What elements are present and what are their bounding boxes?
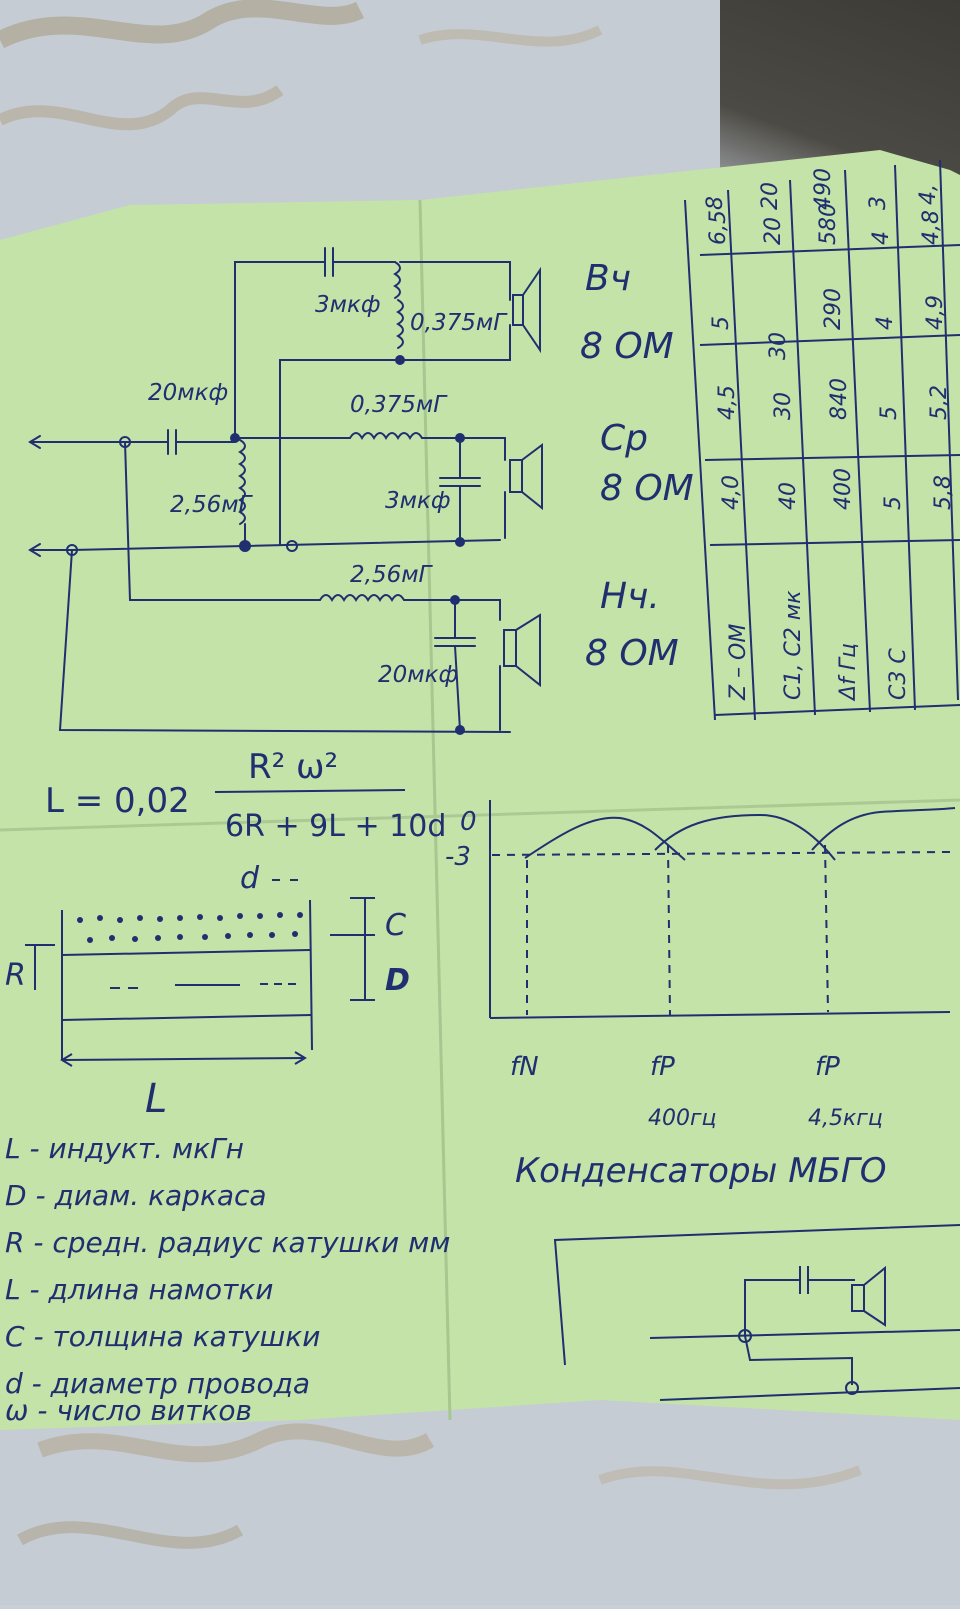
table-cell: 30 bbox=[771, 392, 796, 420]
response-y3: -3 bbox=[445, 842, 471, 872]
legend-line: d - диаметр провода bbox=[5, 1367, 310, 1400]
fold-line-vertical bbox=[418, 199, 452, 1421]
response-val2: 400гц bbox=[648, 1106, 717, 1131]
table-cell: 5 bbox=[709, 316, 734, 330]
table-cell: 580 bbox=[816, 203, 841, 245]
formula-numerator: R² ω² bbox=[248, 747, 338, 787]
c-mid-label: 3мкф bbox=[385, 488, 451, 514]
frequency-response-plot bbox=[489, 800, 956, 1019]
formula-bar bbox=[214, 789, 406, 793]
table-cell: 20 bbox=[761, 217, 786, 245]
coil-label-c: C bbox=[385, 908, 406, 943]
circuit-labels: 3мкф 0,375мГ 20мкф 0,375мГ 2,56мГ 3мкф 2… bbox=[148, 292, 508, 688]
table-cell: 30 bbox=[766, 332, 791, 360]
table-cell: 4, bbox=[916, 184, 941, 205]
table-cell: 4,0 bbox=[719, 475, 744, 510]
response-x-axis bbox=[489, 1011, 951, 1019]
l-shunt-label: 2,56мГ bbox=[170, 492, 254, 518]
small-schematic bbox=[553, 1224, 960, 1401]
l-tweeter-label: 0,375мГ bbox=[410, 310, 508, 336]
response-labels: 0 -3 fN fP fP 400гц 4,5кгц bbox=[445, 807, 883, 1131]
table-cell: 20 bbox=[758, 182, 783, 210]
table-cell: 4,9 bbox=[923, 295, 948, 330]
l-mid-label: 0,375мГ bbox=[350, 392, 448, 418]
table-cell: 5,8 bbox=[931, 475, 956, 510]
c-tweeter-label: 3мкф bbox=[315, 292, 381, 318]
c-input-label: 20мкф bbox=[148, 380, 228, 406]
tweeter-ohm: 8 ОМ bbox=[580, 326, 674, 367]
response-curve-low bbox=[524, 816, 686, 861]
speaker-labels: Вч 8 ОМ Ср 8 ОМ Нч. 8 ОМ bbox=[580, 258, 694, 674]
table-cells: 4,0 40 400 5 5,8 4,5 30 840 5 5,2 5 30 2… bbox=[703, 168, 956, 510]
table-cell: 8 bbox=[703, 196, 728, 210]
legend-line: L - длина намотки bbox=[5, 1273, 273, 1306]
l-woofer-label: 2,56мГ bbox=[350, 562, 434, 588]
formula-denominator: 6R + 9L + 10d bbox=[225, 809, 446, 844]
table-cell: 4 bbox=[869, 231, 894, 245]
table-header-z: Z – ОМ bbox=[726, 624, 751, 701]
table-cell: 5 bbox=[881, 496, 906, 510]
table-cell: 4 bbox=[873, 316, 898, 330]
table-header-c1c2: C1, C2 мк bbox=[781, 590, 806, 700]
legend-line: D - диам. каркаса bbox=[5, 1179, 267, 1212]
woofer-ohm: 8 ОМ bbox=[585, 633, 679, 674]
response-curve-mid bbox=[654, 813, 836, 861]
table-header-df: Δf Гц bbox=[836, 643, 861, 702]
legend-line: C - толщина катушки bbox=[5, 1320, 320, 1353]
fold-line-horizontal bbox=[0, 798, 960, 832]
table-cell: 3 bbox=[866, 196, 891, 210]
coil-label-D: D bbox=[385, 963, 410, 998]
capacitors-note: Конденсаторы МБГО bbox=[515, 1151, 887, 1191]
coil-labels: d C D R L bbox=[5, 861, 410, 1122]
coil-label-R: R bbox=[5, 958, 26, 993]
response-x2: fP bbox=[650, 1052, 675, 1082]
crossover-circuit bbox=[28, 247, 543, 735]
table-cell: 40 bbox=[776, 482, 801, 510]
response-y0: 0 bbox=[460, 807, 477, 837]
table-header-c3: C3 C bbox=[886, 648, 911, 700]
mid-label: Ср bbox=[600, 418, 648, 459]
legend-line: ω - число витков bbox=[5, 1394, 252, 1427]
response-x1: fN bbox=[510, 1052, 539, 1082]
coil-sketch bbox=[25, 879, 375, 1067]
legend-line: L - индукт. мкГн bbox=[5, 1132, 244, 1165]
table-cell: 6,5 bbox=[706, 210, 731, 245]
coil-label-d: d bbox=[240, 861, 260, 896]
coil-label-L: L bbox=[145, 1076, 167, 1122]
table-cell: 400 bbox=[831, 468, 856, 510]
table-cell: 4,8 bbox=[919, 210, 944, 245]
response-val3: 4,5кгц bbox=[808, 1106, 883, 1131]
table-cell: 4,5 bbox=[715, 385, 740, 420]
table-headers: Z – ОМ C1, C2 мк Δf Гц C3 C bbox=[726, 590, 911, 702]
mid-ohm: 8 ОМ bbox=[600, 468, 694, 509]
legend-line: R - средн. радиус катушки мм bbox=[5, 1226, 450, 1259]
inductance-formula: L = 0,02 R² ω² 6R + 9L + 10d bbox=[45, 747, 446, 844]
c-woofer-label: 20мкф bbox=[378, 662, 458, 688]
table-cell: 290 bbox=[821, 288, 846, 330]
table-cell: 5 bbox=[877, 406, 902, 420]
table-cell: 840 bbox=[827, 378, 852, 420]
response-curve-high bbox=[811, 807, 956, 851]
woofer-label: Нч. bbox=[600, 576, 660, 617]
response-x3: fP bbox=[815, 1052, 840, 1082]
symbol-legend: L - индукт. мкГн D - диам. каркаса R - с… bbox=[5, 1132, 450, 1427]
table-cell: 490 bbox=[811, 168, 836, 210]
tweeter-label: Вч bbox=[585, 258, 631, 299]
formula-lhs: L = 0,02 bbox=[45, 781, 190, 821]
table-cell: 5,2 bbox=[927, 385, 952, 420]
coil-winding-dots bbox=[77, 912, 303, 943]
paper-body bbox=[0, 150, 960, 1430]
parameter-table bbox=[684, 159, 960, 721]
